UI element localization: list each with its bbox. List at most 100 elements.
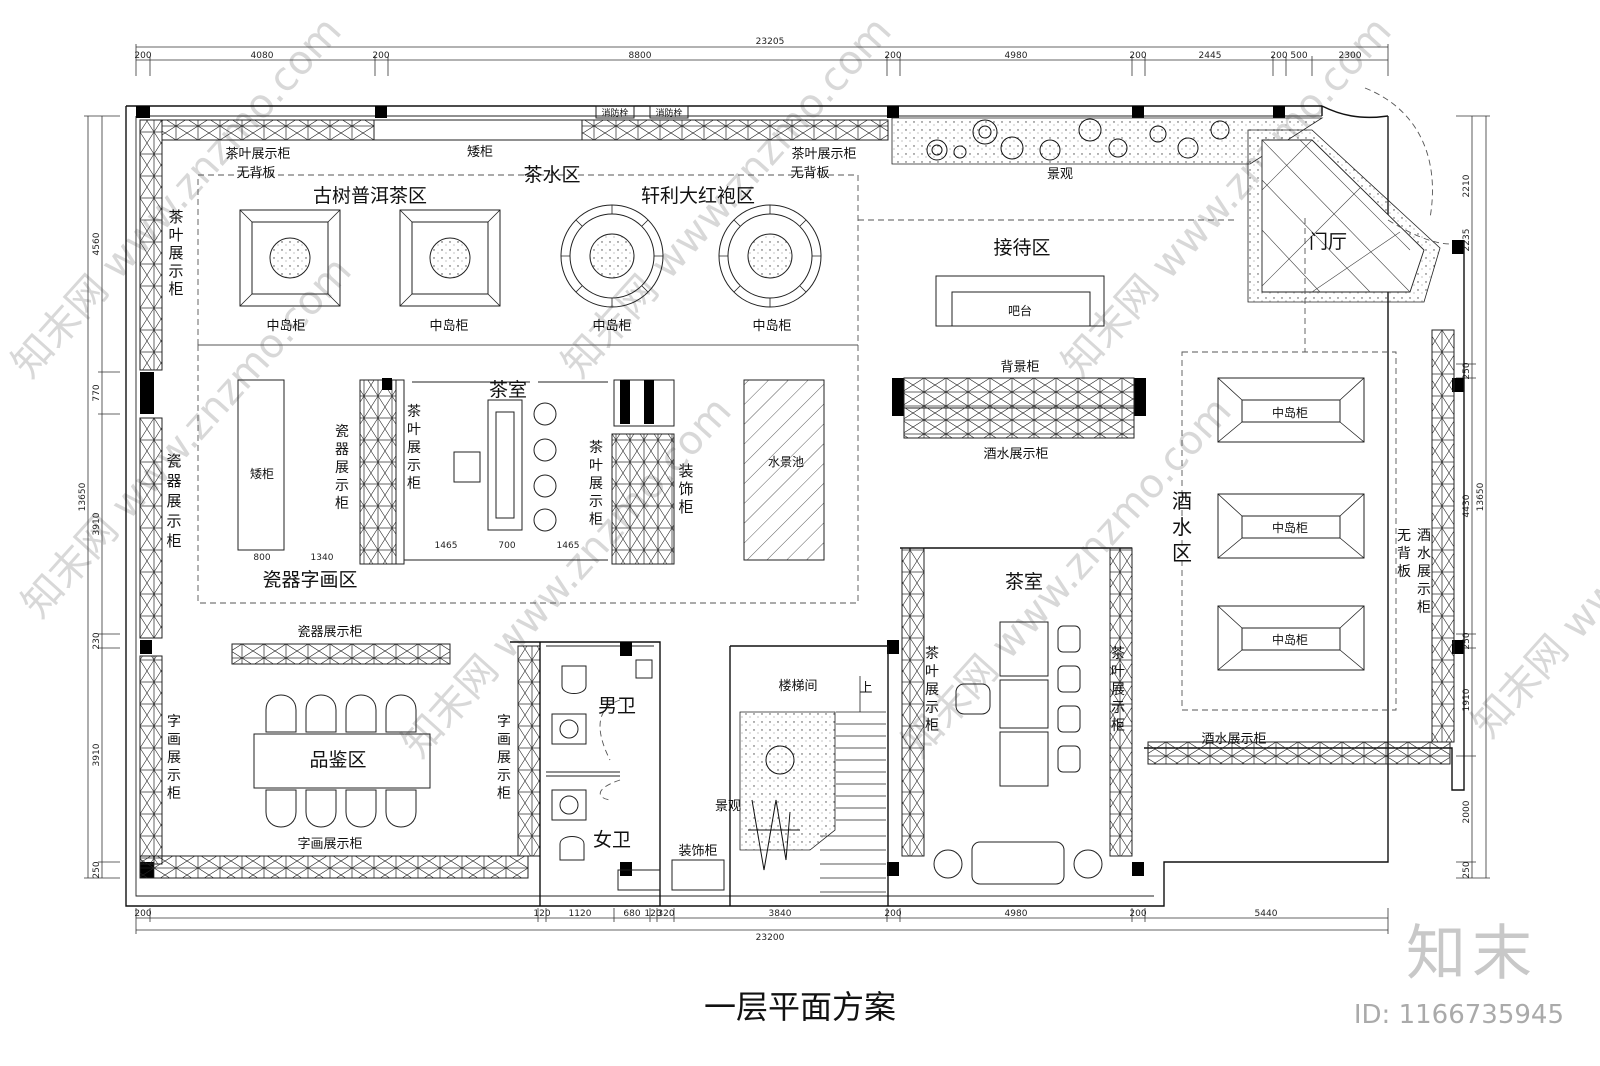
dim-inner: 800 bbox=[253, 553, 270, 563]
dim-top: 2445 bbox=[1199, 51, 1222, 61]
wine-bottom-cabinet bbox=[1147, 741, 1451, 765]
label-tea-cabinet: 茶叶展示柜 bbox=[791, 146, 856, 162]
dim-bottom: 120 bbox=[533, 909, 550, 919]
label-wine-cabinet: 酒水展示柜 bbox=[983, 447, 1048, 462]
dim-right: 1910 bbox=[1462, 688, 1472, 711]
dim-right: 250 bbox=[1462, 861, 1472, 878]
dim-top: 4080 bbox=[251, 51, 274, 61]
dim-right: 2235 bbox=[1462, 229, 1472, 252]
tea-cabinet bbox=[395, 379, 405, 565]
dim-right: 250 bbox=[1462, 362, 1472, 379]
wine-island bbox=[1217, 605, 1365, 671]
dim-left-total: 13650 bbox=[78, 482, 88, 511]
column bbox=[1452, 378, 1464, 392]
column bbox=[1452, 240, 1464, 254]
label-backdrop: 背景柜 bbox=[1000, 360, 1039, 375]
label-porcelain-art-zone: 瓷器字画区 bbox=[262, 569, 357, 591]
dim-bottom: 5440 bbox=[1255, 909, 1278, 919]
dim-right: 2000 bbox=[1462, 800, 1472, 823]
label-tea-room: 茶室 bbox=[1005, 571, 1043, 593]
drawing-title: 一层平面方案 bbox=[703, 988, 896, 1026]
dim-top: 200 bbox=[1129, 51, 1146, 61]
backdrop-wine-cabinet bbox=[892, 377, 1146, 439]
dim-top: 4980 bbox=[1005, 51, 1028, 61]
label-foyer: 门厅 bbox=[1309, 231, 1347, 253]
label-island: 中岛柜 bbox=[266, 318, 305, 334]
label-men-wc: 男卫 bbox=[598, 695, 636, 717]
dim-bottom: 3840 bbox=[769, 909, 792, 919]
dim-inner: 1465 bbox=[435, 541, 458, 551]
wine-island bbox=[1217, 377, 1365, 443]
column bbox=[382, 378, 392, 390]
label-art-cabinet-vertical: 字画展示柜 bbox=[497, 714, 511, 802]
label-porcelain-cabinet-vertical: 瓷器展示柜 bbox=[166, 452, 181, 550]
dim-bottom: 1120 bbox=[569, 909, 592, 919]
label-tasting-zone: 品鉴区 bbox=[309, 749, 366, 771]
watermark-text: 知末网 www.znzmo.com bbox=[893, 388, 1240, 767]
label-wine-cabinet-vertical: 酒水展示柜 bbox=[1417, 528, 1431, 616]
label-tea-cabinet-vertical: 茶叶展示柜 bbox=[407, 404, 421, 492]
label-water-pond: 水景池 bbox=[768, 455, 804, 469]
dim-top: 2300 bbox=[1339, 51, 1362, 61]
bar-counter bbox=[935, 275, 1105, 327]
dim-top: 200 bbox=[884, 51, 901, 61]
column bbox=[620, 380, 630, 424]
column bbox=[887, 862, 899, 876]
dim-left: 3910 bbox=[92, 512, 102, 535]
top-cabinets: 消防栓 消防栓 bbox=[161, 105, 889, 141]
dim-inner: 1465 bbox=[557, 541, 580, 551]
dim-top: 8800 bbox=[629, 51, 652, 61]
label-stairwell: 楼梯间 bbox=[778, 679, 817, 694]
dim-top: 200 bbox=[372, 51, 389, 61]
label-porcelain-cabinet-vertical: 瓷器展示柜 bbox=[335, 424, 349, 512]
dim-top: 200 bbox=[134, 51, 151, 61]
exterior-walls bbox=[125, 105, 1464, 907]
water-pond bbox=[743, 379, 825, 561]
stairwell bbox=[729, 645, 889, 906]
dim-top: 200 bbox=[1270, 51, 1287, 61]
label-tea-cabinet-vertical: 茶叶展示柜 bbox=[1111, 646, 1125, 734]
island-cabinet bbox=[399, 209, 501, 307]
label-landscape: 景观 bbox=[1047, 167, 1073, 182]
label-dahongpao-zone: 轩利大红袍区 bbox=[641, 185, 755, 207]
label-no-backboard: 无背板 bbox=[236, 166, 275, 181]
island-cabinet bbox=[239, 209, 341, 307]
east-wall bbox=[1144, 240, 1465, 791]
dim-left: 770 bbox=[92, 384, 102, 401]
label-island: 中岛柜 bbox=[752, 318, 791, 334]
low-cabinet bbox=[237, 379, 285, 551]
label-puer-zone: 古树普洱茶区 bbox=[313, 185, 427, 207]
fire-hydrant bbox=[649, 105, 689, 119]
tea-room-2 bbox=[900, 547, 1133, 885]
dim-right: 2210 bbox=[1462, 174, 1472, 197]
label-bar: 吧台 bbox=[1008, 303, 1032, 318]
bar-top bbox=[951, 291, 1091, 327]
dim-right: 4430 bbox=[1462, 494, 1472, 517]
label-tea-cabinet-vertical: 茶叶展示柜 bbox=[168, 208, 183, 298]
label-porcelain-cabinet: 瓷器展示柜 bbox=[297, 625, 362, 640]
label-reception: 接待区 bbox=[993, 237, 1050, 259]
left-wall-cabinets bbox=[139, 119, 529, 879]
label-art-cabinet: 字画展示柜 bbox=[297, 837, 362, 852]
column bbox=[887, 106, 899, 118]
label-island: 中岛柜 bbox=[429, 318, 468, 334]
wine-wall-cabinet bbox=[1431, 329, 1455, 743]
label-no-backboard: 无背板 bbox=[790, 166, 829, 181]
label-island: 中岛柜 bbox=[1272, 632, 1308, 647]
column bbox=[887, 640, 899, 654]
fire-hydrant-label: 消防栓 bbox=[601, 107, 628, 119]
column bbox=[1132, 106, 1144, 118]
column bbox=[1273, 106, 1285, 118]
column bbox=[644, 380, 654, 424]
label-stair-up: 上 bbox=[859, 681, 872, 696]
foyer bbox=[1247, 87, 1451, 303]
column bbox=[140, 640, 152, 654]
landscape-top bbox=[891, 117, 1324, 165]
dim-inner: 700 bbox=[498, 541, 515, 551]
porcelain-wall-cabinet bbox=[231, 643, 451, 665]
dim-left: 3910 bbox=[92, 743, 102, 766]
fire-hydrant bbox=[595, 105, 635, 119]
dim-right: 250 bbox=[1462, 632, 1472, 649]
label-wine-zone-vertical: 酒水区 bbox=[1172, 489, 1192, 565]
